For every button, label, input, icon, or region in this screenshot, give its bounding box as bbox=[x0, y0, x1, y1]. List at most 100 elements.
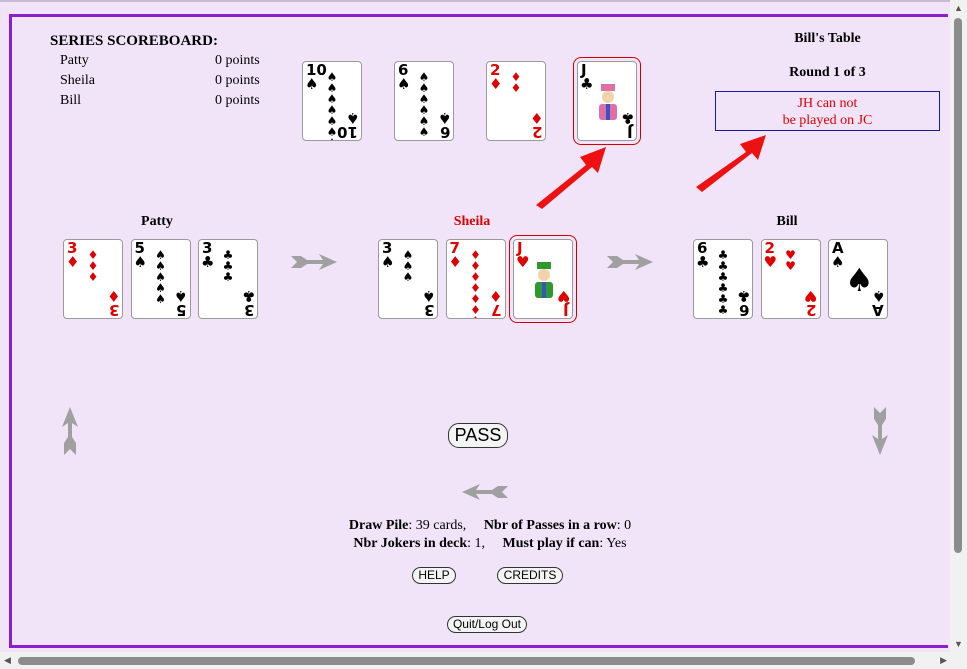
card-suit-icon: ♦ bbox=[489, 287, 503, 305]
card-suit-icon: ♥ bbox=[763, 253, 777, 271]
card-suit-icon: ♥ bbox=[516, 253, 530, 271]
status-line-1: Draw Pile: 39 cards, Nbr of Passes in a … bbox=[280, 518, 700, 534]
card-suit-icon: ♠ bbox=[437, 109, 451, 127]
card-suit-icon: ♦ bbox=[529, 109, 543, 127]
credits-button[interactable]: CREDITS bbox=[497, 567, 563, 584]
up-arrow-icon bbox=[62, 407, 78, 455]
card-pips: ♠ ♠♠ ♠♠ bbox=[155, 248, 168, 306]
card-suit-icon: ♠ bbox=[174, 287, 188, 305]
playing-card[interactable]: 3♠3♠♠ ♠♠ bbox=[378, 239, 438, 319]
passes-label: Nbr of Passes in a row bbox=[483, 518, 617, 533]
card-suit-icon: ♠ bbox=[381, 253, 395, 271]
card-suit-icon: ♦ bbox=[106, 287, 120, 305]
playing-card[interactable]: J♥J♥ bbox=[509, 235, 577, 323]
horizontal-scroll-thumb[interactable] bbox=[18, 657, 915, 665]
score-points: 0 points bbox=[215, 53, 260, 68]
playing-card[interactable]: 2♦2♦♦ ♦ bbox=[486, 61, 546, 141]
playing-card[interactable]: A♠A♠♠ bbox=[828, 239, 888, 319]
playing-card[interactable]: 7♦7♦♦ ♦♦ ♦♦ ♦♦ bbox=[445, 239, 506, 319]
scroll-up-icon[interactable]: ▲ bbox=[954, 3, 963, 13]
score-points: 0 points bbox=[215, 93, 260, 108]
card-rank: 6 bbox=[398, 61, 409, 79]
must-play-label: Must play if can bbox=[502, 536, 600, 551]
card-pips: ♦ ♦♦ bbox=[87, 248, 101, 284]
card-rank: A bbox=[832, 239, 844, 257]
score-row-bill: Bill 0 points bbox=[60, 93, 265, 109]
playing-card[interactable]: 3♣3♣♣ ♣♣ bbox=[198, 239, 258, 319]
scroll-right-icon[interactable]: ▶ bbox=[940, 655, 947, 665]
right-arrow-icon bbox=[607, 254, 653, 270]
top-border bbox=[0, 0, 967, 2]
card-rank: 3 bbox=[67, 239, 78, 257]
card-suit-icon: ♠ bbox=[831, 253, 845, 271]
scroll-left-icon[interactable]: ◀ bbox=[4, 655, 11, 665]
jokers-label: Nbr Jokers in deck bbox=[353, 536, 468, 551]
scroll-down-icon[interactable]: ▼ bbox=[954, 639, 963, 649]
red-pointer-icon bbox=[696, 135, 766, 192]
card-suit-icon: ♣ bbox=[241, 287, 255, 305]
card-suit-icon: ♣ bbox=[580, 75, 594, 93]
card-suit-icon: ♠ bbox=[397, 75, 411, 93]
score-row-sheila: Sheila 0 points bbox=[60, 73, 265, 89]
card-suit-icon: ♥ bbox=[804, 287, 818, 305]
card-rank: 7 bbox=[449, 239, 460, 257]
card-suit-icon: ♣ bbox=[201, 253, 215, 271]
vertical-scrollbar[interactable]: ▲ ▼ bbox=[950, 0, 967, 652]
card-rank: 2 bbox=[490, 61, 501, 79]
message-line: JH can not bbox=[797, 96, 858, 111]
draw-pile-value: : 39 cards, bbox=[408, 518, 467, 533]
card-pips: ♠ ♠♠ bbox=[402, 248, 416, 284]
score-player-name: Sheila bbox=[60, 73, 95, 88]
playing-card[interactable]: 2♥2♥♥ ♥ bbox=[760, 239, 821, 319]
card-suit-icon: ♥ bbox=[556, 287, 570, 305]
playing-card[interactable]: 6♠6♠♠ ♠♠ ♠♠ ♠ bbox=[394, 61, 454, 141]
score-row-patty: Patty 0 points bbox=[60, 53, 265, 69]
playing-card[interactable]: 5♠5♠♠ ♠♠ ♠♠ bbox=[130, 239, 191, 319]
draw-pile-label: Draw Pile bbox=[348, 518, 409, 533]
card-suit-icon: ♣ bbox=[620, 109, 634, 127]
card-pips: ♦ ♦ bbox=[510, 70, 524, 95]
quit-logout-button[interactable]: Quit/Log Out bbox=[447, 616, 527, 633]
ace-spade-icon: ♠ bbox=[845, 261, 876, 299]
message-box: JH can not be played on JC bbox=[715, 91, 940, 131]
card-rank: 2 bbox=[764, 239, 775, 257]
card-rank: 3 bbox=[382, 239, 393, 257]
vertical-scroll-thumb[interactable] bbox=[954, 18, 962, 553]
card-suit-icon: ♣ bbox=[696, 253, 710, 271]
status-line-2: Nbr Jokers in deck: 1, Must play if can:… bbox=[280, 536, 700, 552]
must-play-value: : Yes bbox=[599, 536, 627, 551]
playing-card[interactable]: 10♠10♠♠ ♠♠ ♠♠ ♠♠ ♠♠ ♠ bbox=[302, 61, 362, 141]
card-pips: ♥ ♥ bbox=[785, 248, 798, 273]
player-name: Bill bbox=[776, 214, 798, 229]
card-suit-icon: ♦ bbox=[489, 75, 503, 93]
score-points: 0 points bbox=[215, 73, 260, 88]
card-pips: ♠ ♠♠ ♠♠ ♠♠ ♠♠ ♠ bbox=[326, 70, 340, 140]
card-rank: J bbox=[517, 239, 523, 257]
message-line: be played on JC bbox=[782, 113, 873, 128]
jack-face-icon bbox=[595, 82, 621, 122]
help-button[interactable]: HELP bbox=[412, 567, 456, 584]
right-arrow-icon bbox=[291, 254, 337, 270]
pass-button[interactable]: PASS bbox=[448, 423, 508, 448]
playing-card[interactable]: J♣J♣ bbox=[573, 57, 641, 145]
playing-card[interactable]: 3♦3♦♦ ♦♦ bbox=[63, 239, 123, 319]
card-suit-icon: ♦ bbox=[448, 253, 462, 271]
card-rank: 6 bbox=[697, 239, 708, 257]
left-arrow-icon bbox=[462, 484, 508, 500]
player-name: Sheila bbox=[453, 214, 491, 229]
playing-card[interactable]: 6♣6♣♣ ♣♣ ♣♣ ♣ bbox=[693, 239, 753, 319]
card-rank: 10 bbox=[306, 61, 327, 79]
card-rank: 3 bbox=[202, 239, 213, 257]
passes-value: : 0 bbox=[616, 518, 632, 533]
game-frame bbox=[9, 14, 948, 648]
down-arrow-icon bbox=[872, 407, 888, 455]
card-suit-icon: ♠ bbox=[421, 287, 435, 305]
card-pips: ♣ ♣♣ ♣♣ ♣ bbox=[717, 248, 731, 317]
table-title: Bill's Table bbox=[794, 31, 861, 46]
jack-face-icon bbox=[531, 260, 557, 300]
card-suit-icon: ♠ bbox=[345, 109, 359, 127]
horizontal-scrollbar[interactable]: ◀ ▶ bbox=[0, 652, 967, 669]
red-pointer-icon bbox=[536, 147, 606, 209]
card-pips: ♠ ♠♠ ♠♠ ♠ bbox=[418, 70, 432, 139]
score-player-name: Patty bbox=[60, 53, 89, 68]
